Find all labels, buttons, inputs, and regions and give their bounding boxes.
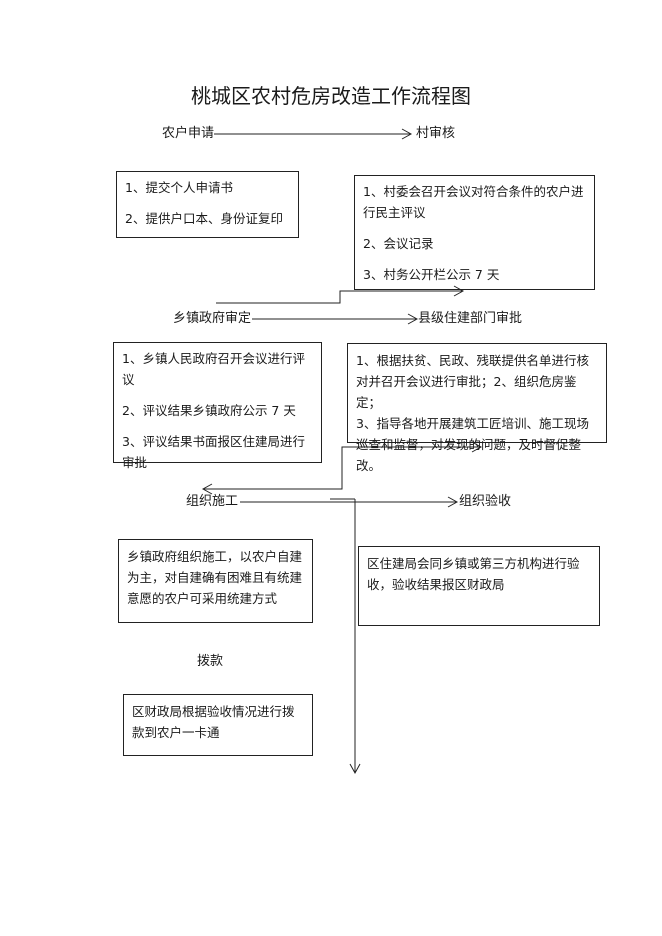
payment-text: 区财政局根据验收情况进行拨款到农户一卡通 <box>132 704 295 740</box>
construction-text: 乡镇政府组织施工，以农户自建为主，对自建确有困难且有统建意愿的农户可采用统建方式 <box>127 549 303 606</box>
payment-box: 区财政局根据验收情况进行拨款到农户一卡通 <box>123 694 313 756</box>
town-item: 2、评议结果乡镇政府公示 7 天 <box>122 403 296 418</box>
apply-item: 1、提交个人申请书 <box>125 180 233 195</box>
town-item: 3、评议结果书面报区住建局进行审批 <box>122 434 305 470</box>
step-county-approve: 县级住建部门审批 <box>418 311 523 326</box>
page-title: 桃城区农村危房改造工作流程图 <box>191 84 471 108</box>
apply-item: 2、提供户口本、身份证复印 <box>125 211 283 226</box>
construction-box: 乡镇政府组织施工，以农户自建为主，对自建确有困难且有统建意愿的农户可采用统建方式 <box>118 539 313 623</box>
apply-box: 1、提交个人申请书 2、提供户口本、身份证复印 <box>116 171 299 238</box>
town-box: 1、乡镇人民政府召开会议进行评议 2、评议结果乡镇政府公示 7 天 3、评议结果… <box>113 342 322 470</box>
arrow-village-to-town <box>216 290 462 304</box>
county-item: 3、指导各地开展建筑工匠培训、施工现场巡查和监督，对发现的问题，及时督促整改。 <box>356 416 589 473</box>
arrow-head-acceptance <box>447 496 459 508</box>
step-town-approve: 乡镇政府审定 <box>173 311 252 326</box>
county-item: 1、根据扶贫、民政、残联提供名单进行核对并召开会议进行审批；2、组织危房鉴定； <box>356 353 589 410</box>
county-box: 1、根据扶贫、民政、残联提供名单进行核对并召开会议进行审批；2、组织危房鉴定； … <box>347 343 607 473</box>
step-payment: 拨款 <box>197 654 224 669</box>
village-item: 2、会议记录 <box>363 236 434 251</box>
town-item: 1、乡镇人民政府召开会议进行评议 <box>122 351 305 387</box>
village-box: 1、村委会召开会议对符合条件的农户进行民主评议 2、会议记录 3、村务公开栏公示… <box>354 175 595 290</box>
arrow-head-village <box>401 128 413 140</box>
village-item: 3、村务公开栏公示 7 天 <box>363 267 500 282</box>
step-apply: 农户申请 <box>162 126 215 141</box>
arrow-head-down <box>349 763 361 775</box>
step-acceptance: 组织验收 <box>459 494 512 509</box>
village-item: 1、村委会召开会议对符合条件的农户进行民主评议 <box>363 184 584 220</box>
step-village-review: 村审核 <box>416 126 456 141</box>
arrow-head-county <box>407 313 419 325</box>
acceptance-text: 区住建局会同乡镇或第三方机构进行验收，验收结果报区财政局 <box>367 556 580 592</box>
acceptance-box: 区住建局会同乡镇或第三方机构进行验收，验收结果报区财政局 <box>358 546 600 626</box>
step-construction: 组织施工 <box>186 494 239 509</box>
